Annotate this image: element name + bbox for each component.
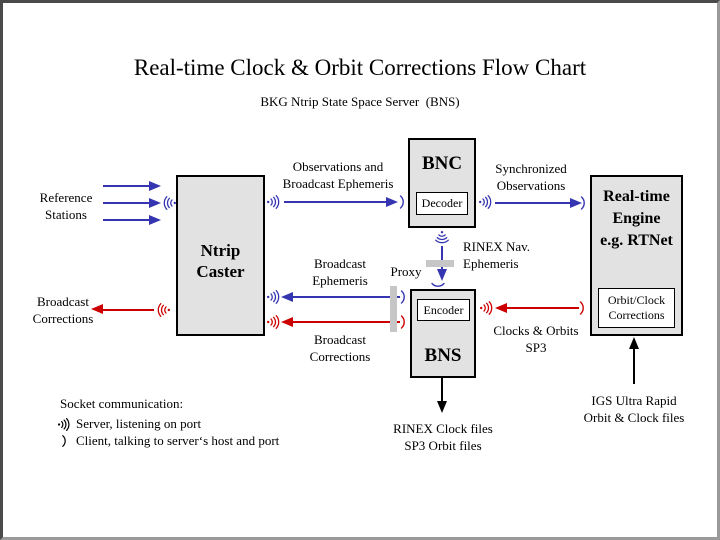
socket-client-icon bbox=[429, 282, 447, 290]
ref-arrow-2-head bbox=[149, 198, 161, 208]
proxy-bar-horizontal bbox=[426, 260, 454, 267]
encoder-label: Encoder bbox=[423, 302, 464, 317]
bns-label: BNS bbox=[424, 345, 462, 366]
sync-arrow-head bbox=[570, 198, 582, 208]
proxy-label: Proxy bbox=[390, 264, 422, 279]
rinex-nav-label: RINEX Nav. Ephemeris bbox=[463, 239, 531, 271]
clocks-arrow-line bbox=[507, 307, 579, 309]
orbit-clock-corrections-box: Orbit/Clock Corrections bbox=[598, 288, 675, 328]
proxy-bar-vertical bbox=[390, 286, 397, 332]
socket-client-icon bbox=[580, 194, 588, 212]
bns-files-arrow-head bbox=[437, 401, 447, 413]
sync-arrow-line bbox=[495, 202, 570, 204]
ref-arrow-3-line bbox=[103, 219, 149, 221]
bcorr-arrow-head bbox=[281, 317, 293, 327]
socket-server-icon bbox=[57, 417, 72, 432]
obs-arrow-line bbox=[284, 201, 386, 203]
page-title: Real-time Clock & Orbit Corrections Flow… bbox=[133, 55, 587, 80]
beph-arrow-line bbox=[293, 296, 400, 298]
socket-server-icon bbox=[161, 195, 177, 211]
bnc-decoder-box: Decoder bbox=[416, 192, 468, 215]
node-ntrip-caster: Ntrip Caster bbox=[176, 175, 265, 336]
socket-server-icon bbox=[266, 289, 282, 305]
reference-stations-label: Reference Stations bbox=[39, 190, 93, 222]
igs-arrow-line bbox=[633, 348, 635, 384]
bnc-label: BNC bbox=[421, 153, 463, 174]
bns-encoder-box: Encoder bbox=[417, 299, 470, 321]
ref-arrow-2-line bbox=[103, 202, 149, 204]
legend-title: Socket communication: bbox=[60, 396, 184, 411]
rinex-clock-files-label: RINEX Clock files SP3 Orbit files bbox=[393, 421, 493, 453]
socket-client-icon bbox=[399, 193, 407, 211]
socket-client-icon bbox=[579, 299, 587, 317]
socket-client-icon bbox=[61, 433, 69, 449]
legend-client-label: Client, talking to server‘s host and por… bbox=[76, 433, 280, 448]
broadcast-ephemeris-label: Broadcast Ephemeris bbox=[312, 256, 368, 288]
bc-out-arrow-line bbox=[103, 309, 154, 311]
legend-server-label: Server, listening on port bbox=[76, 416, 202, 431]
clocks-orbits-label: Clocks & Orbits SP3 bbox=[493, 323, 579, 355]
socket-client-icon bbox=[400, 288, 408, 306]
bcorr-arrow-line bbox=[293, 321, 400, 323]
socket-server-icon bbox=[479, 300, 495, 316]
igs-arrow-head bbox=[629, 337, 639, 349]
ntrip-caster-label-line2: Caster bbox=[196, 261, 245, 281]
engine-label-line3: e.g. RTNet bbox=[600, 232, 673, 249]
orbit-clock-label-line2: Corrections bbox=[608, 308, 665, 322]
node-bns: Encoder BNS bbox=[410, 289, 476, 378]
socket-server-icon bbox=[266, 194, 282, 210]
page-subtitle: BKG Ntrip State Space Server (BNS) bbox=[260, 94, 460, 109]
orbit-clock-label-line1: Orbit/Clock bbox=[607, 293, 666, 307]
ref-arrow-1-head bbox=[149, 181, 161, 191]
bc-out-arrow-head bbox=[91, 304, 103, 314]
socket-server-icon bbox=[266, 314, 282, 330]
broadcast-corrections-left-label: Broadcast Corrections bbox=[32, 294, 94, 326]
bns-files-line bbox=[441, 378, 443, 402]
ref-arrow-1-line bbox=[103, 185, 149, 187]
node-realtime-engine: Real-time Engine e.g. RTNet Orbit/Clock … bbox=[590, 175, 683, 336]
synchronized-obs-label: Synchronized Observations bbox=[495, 161, 567, 193]
socket-client-icon bbox=[400, 313, 408, 331]
socket-server-icon bbox=[155, 302, 171, 318]
clocks-arrow-head bbox=[495, 303, 507, 313]
engine-label-line2: Engine bbox=[612, 210, 661, 227]
ntrip-caster-label-line1: Ntrip bbox=[200, 240, 241, 260]
broadcast-corrections-mid-label: Broadcast Corrections bbox=[309, 332, 371, 364]
bnc-bns-arrow-head bbox=[437, 269, 447, 281]
obs-arrow-head bbox=[386, 197, 398, 207]
socket-server-icon bbox=[478, 194, 494, 210]
node-bnc: BNC Decoder bbox=[408, 138, 476, 228]
engine-label-line1: Real-time bbox=[603, 188, 670, 205]
obs-broadcast-eph-label: Observations and Broadcast Ephemeris bbox=[282, 159, 394, 191]
ref-arrow-3-head bbox=[149, 215, 161, 225]
igs-ultra-rapid-label: IGS Ultra Rapid Orbit & Clock files bbox=[583, 393, 685, 425]
bnc-bns-line bbox=[441, 246, 443, 271]
beph-arrow-head bbox=[281, 292, 293, 302]
socket-server-icon bbox=[434, 230, 450, 246]
decoder-label: Decoder bbox=[421, 196, 463, 210]
